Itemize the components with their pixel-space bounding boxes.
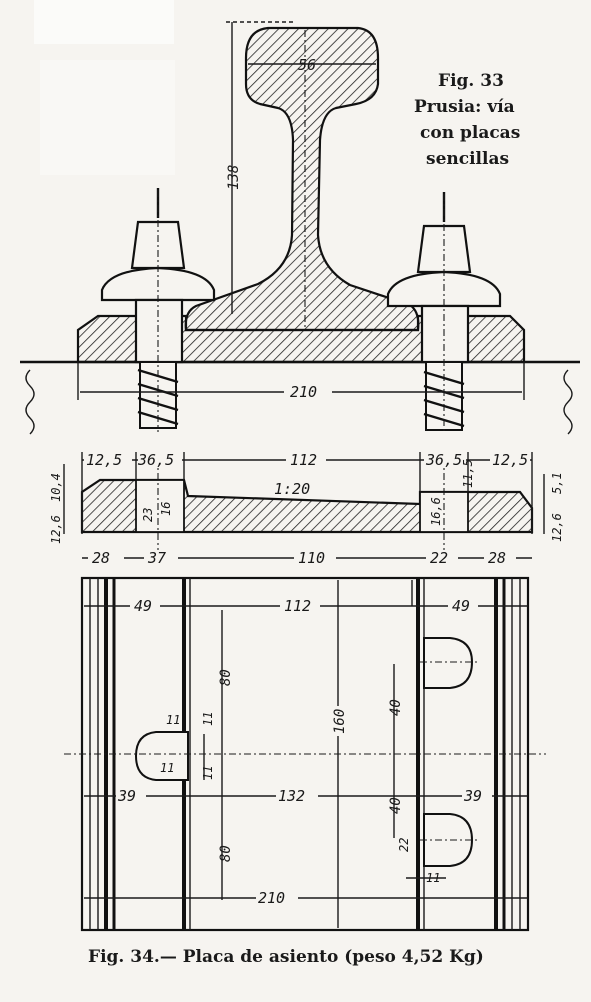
plate-profile-view: 12,5 36,5 112 36,5 12,5 1:20 28 37 110 2…	[49, 451, 564, 567]
plan-dim-11-d: 11	[201, 766, 215, 780]
fig34-caption: Fig. 34.— Placa de asiento (peso 4,52 Kg…	[88, 947, 484, 967]
fig33-cross-section: 56 138 210	[20, 21, 580, 435]
plan-dim-112: 112	[284, 597, 311, 615]
profile-right-dim-bottom: 12,6	[550, 513, 564, 542]
plan-dim-132: 132	[278, 787, 305, 805]
base-plate	[76, 314, 526, 364]
plan-dim-11-c: 11	[160, 761, 174, 775]
profile-bottom-dim-4: 22	[430, 549, 448, 567]
plan-dim-40-top: 40	[388, 699, 404, 716]
profile-top-dim-1: 12,5	[86, 451, 122, 469]
profile-left-dim-top: 10,4	[49, 473, 63, 502]
profile-bottom-dim-1: 28	[92, 549, 110, 567]
profile-hole-left-dim-1: 23	[141, 508, 155, 522]
profile-top-dim-4: 36,5	[425, 451, 462, 469]
plate-plan-view: 49 112 49 80 80 160 40 40 11 11 11 11 39…	[64, 576, 546, 932]
profile-right-dim-top: 5,1	[550, 472, 564, 494]
plan-dim-210: 210	[258, 889, 285, 907]
paper-patch	[34, 0, 174, 44]
profile-bottom-dim-2: 37	[147, 549, 166, 567]
plan-hole-left	[134, 731, 189, 781]
profile-top-dim-3: 112	[290, 451, 317, 469]
break-line-right	[563, 369, 573, 435]
plan-dim-22: 22	[397, 838, 411, 852]
break-line-left	[25, 369, 35, 435]
plan-dim-160: 160	[332, 709, 348, 734]
right-screw-spike	[386, 192, 502, 434]
profile-hole-left-dim-2: 16	[159, 502, 173, 516]
paper-patch	[40, 60, 175, 175]
profile-top-dim-2: 36,5	[137, 451, 174, 469]
dim-rail-height: 138	[226, 165, 242, 190]
plan-dim-39-left: 39	[117, 787, 136, 805]
plan-dim-40-bottom: 40	[388, 797, 404, 814]
plan-dim-39-right: 39	[463, 787, 482, 805]
profile-left-dim-bottom: 12,6	[49, 515, 63, 544]
profile-bottom-dim-5: 28	[488, 549, 506, 567]
profile-hole-right-dim-2: 11,5	[461, 459, 475, 488]
plan-dim-80-top: 80	[218, 669, 234, 686]
fig33-title: Fig. 33	[438, 71, 504, 91]
plan-dim-11-b: 11	[201, 712, 215, 726]
profile-hole-left	[135, 479, 185, 533]
profile-bottom-dim-3: 110	[298, 549, 325, 567]
profile-top-dim-5: 12,5	[492, 451, 528, 469]
profile-slope: 1:20	[274, 480, 310, 498]
plan-dim-80-bottom: 80	[218, 845, 234, 862]
plan-dim-49-left: 49	[134, 597, 152, 615]
profile-hole-right-dim-1: 16,6	[429, 497, 443, 526]
left-screw-spike	[100, 188, 216, 432]
dim-rail-head: 56	[298, 56, 316, 74]
plan-dim-49-right: 49	[452, 597, 470, 615]
plan-dim-11-e: 11	[426, 871, 440, 885]
dim-base-width: 210	[290, 383, 317, 401]
fig33-caption-line3: sencillas	[426, 149, 509, 169]
plan-hole-right-top	[423, 637, 474, 689]
plan-dim-11-a: 11	[166, 713, 180, 727]
fig33-caption-line2: con placas	[420, 123, 520, 143]
fig33-caption-line1: Prusia: vía	[414, 97, 515, 117]
